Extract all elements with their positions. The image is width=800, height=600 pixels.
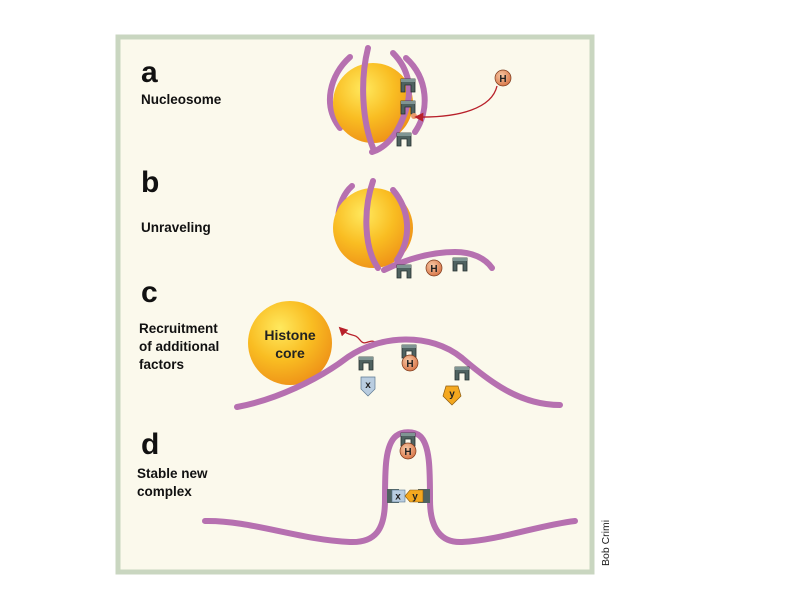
panel-c-label-line-2: of additional <box>139 339 219 354</box>
illustrator-credit: Bob Crimi <box>600 520 612 566</box>
nucleosome-illustration <box>326 45 428 155</box>
panel-a-label: Nucleosome <box>141 92 222 107</box>
dna-strand <box>202 429 578 546</box>
dna-strand <box>234 336 563 410</box>
x-factor-label: x <box>365 380 371 391</box>
panel-c-label-line-1: Recruitment <box>139 321 218 336</box>
histone-core-sphere <box>333 63 413 143</box>
dna-strand <box>403 55 428 135</box>
panel-a-letter: a <box>141 56 158 89</box>
h-marker-label: H <box>499 74 506 85</box>
recruitment-arrow <box>414 85 498 122</box>
y-factor: y <box>404 489 424 503</box>
y-factor: y <box>442 385 462 406</box>
y-factor-label: y <box>412 492 418 503</box>
x-factor-label: x <box>395 492 401 503</box>
dna-strand <box>390 187 411 263</box>
y-factor-label: y <box>449 389 455 400</box>
x-factor: x <box>391 489 406 503</box>
h-marker: H <box>399 442 417 460</box>
histone-core: Histone core <box>248 301 332 385</box>
panel-b-letter: b <box>141 166 159 199</box>
stable-complex-illustration: H x y <box>202 429 578 546</box>
h-marker-label: H <box>406 359 413 370</box>
panel-c-label-line-3: factors <box>139 357 184 372</box>
release-arrow <box>338 326 378 345</box>
dna-strand <box>381 249 495 273</box>
h-marker-label: H <box>404 447 411 458</box>
h-marker: H <box>494 69 512 87</box>
x-factor: x <box>360 376 376 397</box>
panel-d-label-line-2: complex <box>137 484 192 499</box>
histone-core-label-line-1: Histone <box>264 327 316 343</box>
dna-strand <box>369 50 413 155</box>
histone-core-sphere <box>248 301 332 385</box>
h-marker: H <box>425 259 443 277</box>
unraveling-illustration: H <box>333 178 495 279</box>
h-marker-label: H <box>430 264 437 275</box>
panel-d-label-line-1: Stable new <box>137 466 208 481</box>
histone-core-label-line-2: core <box>275 345 305 361</box>
dna-strand <box>360 45 376 151</box>
panel-d-letter: d <box>141 428 159 461</box>
h-marker: H <box>401 354 419 372</box>
panel-b-label: Unraveling <box>141 220 211 235</box>
dna-strand <box>363 178 381 271</box>
histone-core-sphere <box>333 188 413 268</box>
binding-target-dot <box>411 113 417 119</box>
dna-strand <box>326 54 353 131</box>
panel-c-letter: c <box>141 276 158 309</box>
recruitment-illustration: H x y <box>234 336 563 410</box>
